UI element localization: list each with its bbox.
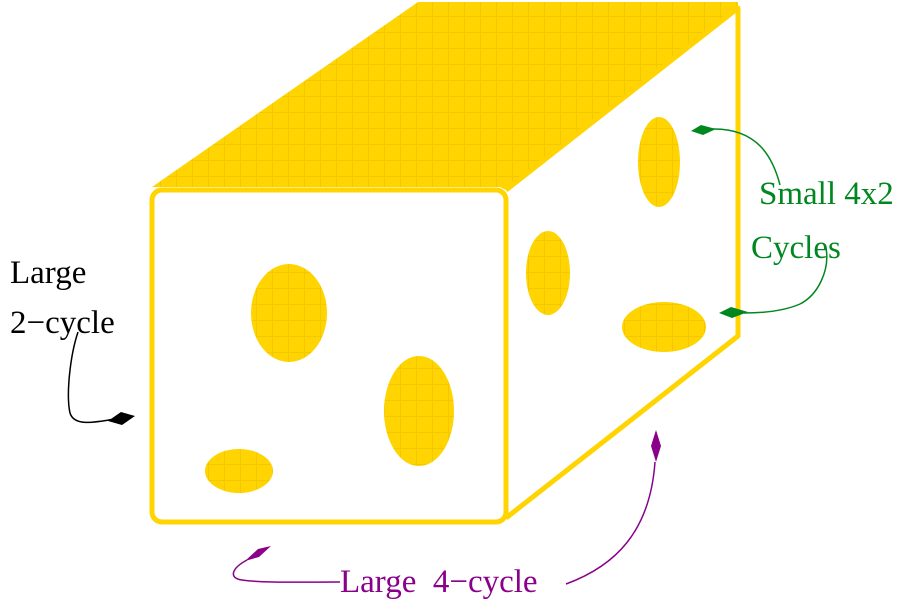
hole-front-lower-left: [205, 449, 273, 493]
large-2cycle-label-line1: Large: [10, 255, 86, 291]
cheese-right-face-edge: [504, 5, 741, 520]
small-4x2-arrowhead-bottom-icon: [719, 307, 748, 318]
large-4cycle-label: Large 4−cycle: [340, 564, 538, 600]
large-4cycle-arrow-left: [232, 559, 341, 583]
cheese-front-face: [149, 187, 509, 525]
cheese-top-face: [152, 2, 738, 190]
large-2cycle-annotation: Large 2−cycle: [10, 255, 135, 425]
large-2cycle-arrowhead-icon: [108, 412, 135, 425]
hole-front-upper: [251, 264, 327, 362]
large-4cycle-annotation: Large 4−cycle: [232, 430, 661, 600]
small-4x2-arrowhead-top-icon: [691, 125, 716, 135]
large-4cycle-arrowhead-left-icon: [245, 546, 271, 561]
large-4cycle-arrowhead-right-icon: [651, 430, 661, 462]
large-4cycle-arrow-right: [565, 461, 656, 585]
cheese-block: [149, 2, 741, 525]
small-4x2-arrow-bottom: [743, 247, 828, 314]
cheese-holes: [205, 117, 706, 493]
small-4x2-label-line1: Small 4x2: [759, 176, 894, 212]
hole-side-middle: [526, 231, 570, 315]
hole-side-bottom: [622, 302, 706, 352]
large-2cycle-label-line2: 2−cycle: [10, 305, 115, 341]
small-4x2-annotation: Small 4x2 Cycles: [691, 125, 894, 318]
small-4x2-label-line2: Cycles: [751, 230, 841, 266]
small-4x2-arrow-top: [711, 128, 781, 186]
hole-front-lower-right: [384, 356, 454, 466]
hole-side-top: [638, 117, 680, 207]
large-2cycle-arrow: [67, 331, 116, 424]
